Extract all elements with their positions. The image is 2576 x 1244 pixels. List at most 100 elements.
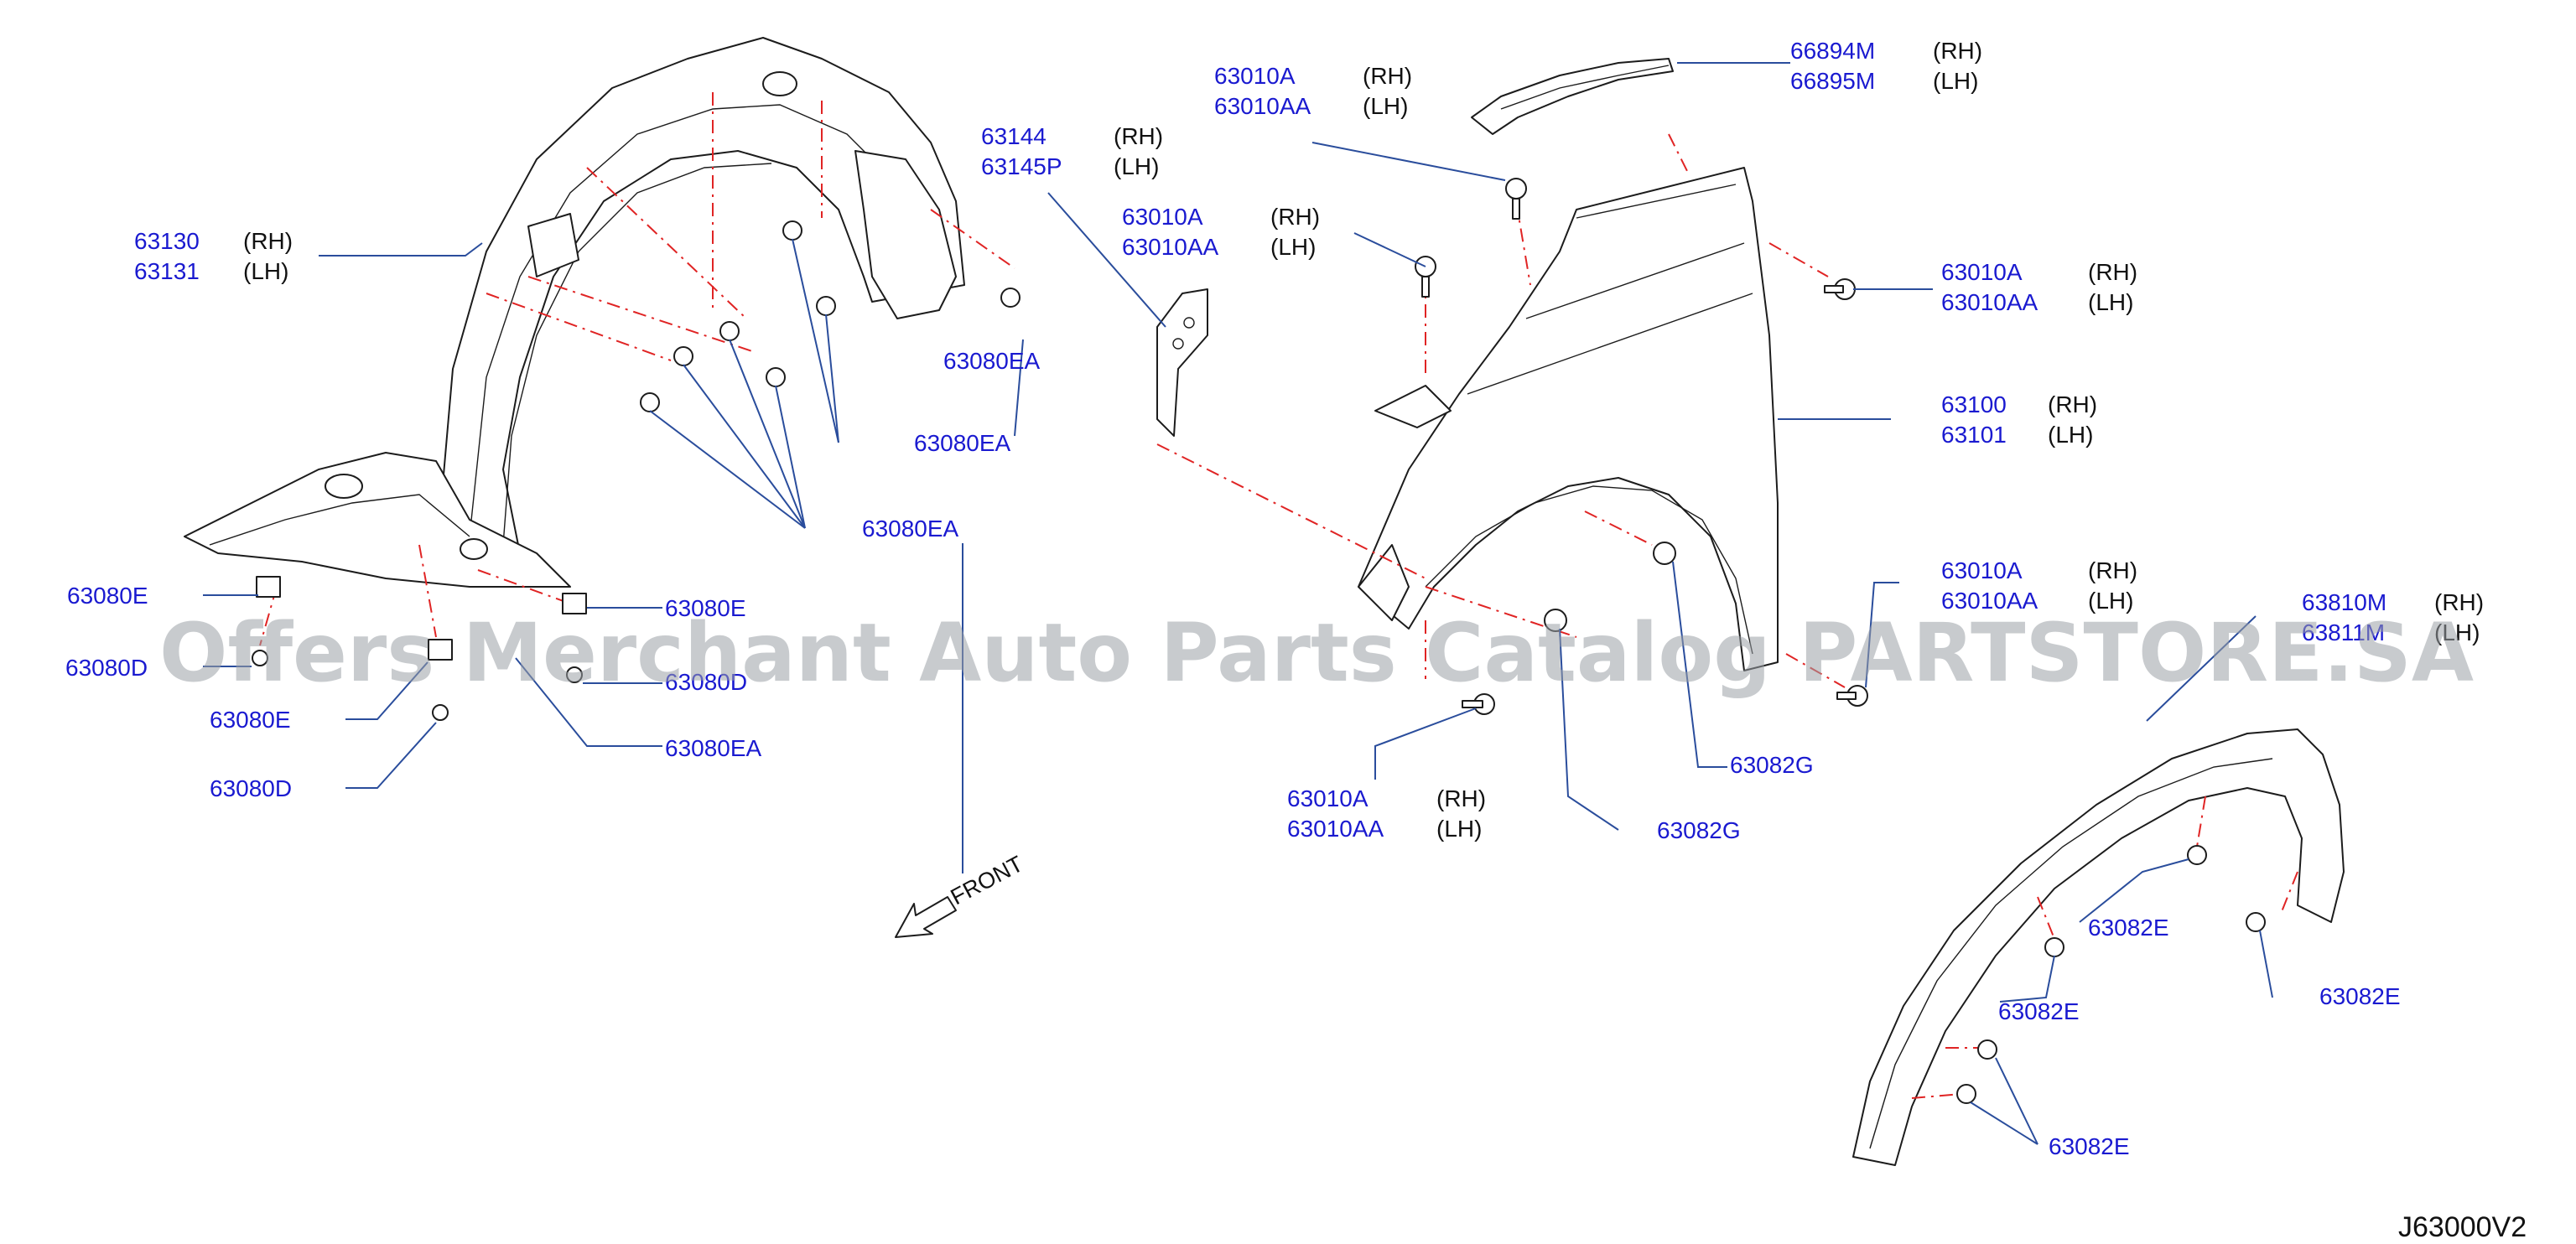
fender-seal-part[interactable] bbox=[1471, 58, 1674, 135]
callout-63810M[interactable]: 63810M (RH) 63811M (LH) bbox=[2302, 589, 2484, 645]
part-number[interactable]: 63145P bbox=[981, 153, 1062, 179]
side-label: (LH) bbox=[1436, 816, 1482, 842]
clip-icon bbox=[782, 220, 802, 241]
clip-icon bbox=[2187, 845, 2207, 865]
part-number[interactable]: 66895M bbox=[1790, 68, 1875, 94]
screw-icon bbox=[566, 666, 583, 683]
front-label: FRONT bbox=[947, 851, 1027, 910]
side-label: (RH) bbox=[1114, 123, 1163, 149]
part-number[interactable]: 63010A bbox=[1287, 785, 1368, 811]
side-label: (RH) bbox=[1363, 63, 1412, 89]
clip-icon bbox=[1653, 542, 1676, 565]
label-63080E[interactable]: 63080E bbox=[665, 595, 746, 621]
clip-icon bbox=[1977, 1039, 1997, 1060]
side-label: (LH) bbox=[2088, 588, 2133, 614]
clip-icon bbox=[1000, 288, 1021, 308]
part-number[interactable]: 63100 bbox=[1941, 391, 2007, 417]
side-label: (RH) bbox=[1933, 38, 1982, 64]
callout-63010A-mid[interactable]: 63010A (RH) 63010AA (LH) bbox=[1122, 204, 1320, 260]
side-label: (RH) bbox=[1436, 785, 1486, 811]
part-number[interactable]: 63010A bbox=[1941, 259, 2023, 285]
side-label: (LH) bbox=[243, 258, 288, 284]
label-63080E[interactable]: 63080E bbox=[67, 583, 148, 609]
label-63080D[interactable]: 63080D bbox=[665, 669, 747, 695]
part-number[interactable]: 63101 bbox=[1941, 422, 2007, 448]
clip-icon bbox=[816, 296, 836, 316]
side-label: (RH) bbox=[1270, 204, 1320, 230]
part-number[interactable]: 63010A bbox=[1941, 557, 2023, 583]
fender-liner-part[interactable] bbox=[184, 37, 965, 588]
front-fender-part[interactable] bbox=[1358, 167, 1779, 671]
label-63080EA[interactable]: 63080EA bbox=[914, 430, 1011, 456]
screw-icon bbox=[432, 704, 449, 721]
callout-63100[interactable]: 63100 (RH) 63101 (LH) bbox=[1941, 391, 2097, 448]
label-63082G[interactable]: 63082G bbox=[1730, 752, 1814, 778]
label-63082G[interactable]: 63082G bbox=[1657, 817, 1741, 843]
side-label: (RH) bbox=[2088, 259, 2137, 285]
part-number[interactable]: 63010AA bbox=[1287, 816, 1384, 842]
callout-63130[interactable]: 63130 (RH) 63131 (LH) bbox=[134, 228, 293, 284]
bolt-icon bbox=[1824, 278, 1856, 300]
assembly-lines bbox=[259, 92, 2298, 1099]
side-label: (RH) bbox=[2434, 589, 2484, 615]
callout-63010A-top[interactable]: 63010A (RH) 63010AA (LH) bbox=[1214, 63, 1412, 119]
clip-icon bbox=[673, 346, 693, 366]
bolt-icon bbox=[1836, 685, 1868, 707]
watermark: Offers Merchant Auto Parts Catalog PARTS… bbox=[159, 606, 2474, 700]
side-label: (LH) bbox=[1363, 93, 1408, 119]
side-label: (LH) bbox=[1933, 68, 1978, 94]
clip-icon bbox=[766, 367, 786, 387]
side-label: (LH) bbox=[2048, 422, 2093, 448]
label-63082E[interactable]: 63082E bbox=[2049, 1133, 2130, 1159]
part-number[interactable]: 63010AA bbox=[1214, 93, 1311, 119]
side-label: (RH) bbox=[2048, 391, 2097, 417]
clip-icon bbox=[1544, 609, 1567, 632]
part-number[interactable]: 66894M bbox=[1790, 38, 1875, 64]
label-63080D[interactable]: 63080D bbox=[210, 775, 292, 801]
side-label: (RH) bbox=[2088, 557, 2137, 583]
bolt-icon bbox=[1462, 693, 1495, 715]
part-number[interactable]: 63010AA bbox=[1941, 588, 2038, 614]
front-arrow-icon bbox=[895, 896, 957, 938]
diagram-code: J63000V2 bbox=[2398, 1211, 2527, 1243]
label-63082E[interactable]: 63082E bbox=[2088, 915, 2169, 941]
callout-63010A-lower-right[interactable]: 63010A (RH) 63010AA (LH) bbox=[1941, 557, 2137, 614]
label-63080EA[interactable]: 63080EA bbox=[862, 516, 959, 542]
label-63082E[interactable]: 63082E bbox=[1998, 998, 2080, 1024]
part-number[interactable]: 63010AA bbox=[1122, 234, 1219, 260]
callout-63144[interactable]: 63144 (RH) 63145P (LH) bbox=[981, 123, 1163, 179]
label-63080D[interactable]: 63080D bbox=[65, 655, 148, 681]
clip-icon bbox=[562, 593, 587, 614]
fender-bracket-part[interactable] bbox=[1156, 288, 1208, 437]
clip-icon bbox=[640, 392, 660, 412]
front-direction-indicator: FRONT bbox=[895, 851, 1027, 938]
fasteners bbox=[252, 178, 2266, 1104]
part-number[interactable]: 63811M bbox=[2302, 619, 2385, 645]
single-labels: 63080EA 63080EA 63080EA 63080E 63080D 63… bbox=[65, 348, 2401, 1159]
clip-icon bbox=[719, 321, 740, 341]
callout-63010A-right[interactable]: 63010A (RH) 63010AA (LH) bbox=[1941, 259, 2137, 315]
part-number[interactable]: 63130 bbox=[134, 228, 200, 254]
side-label: (RH) bbox=[243, 228, 293, 254]
wheel-arch-molding-part[interactable] bbox=[1852, 728, 2345, 1166]
callout-63010A-bottom[interactable]: 63010A (RH) 63010AA (LH) bbox=[1287, 785, 1486, 842]
label-63080E[interactable]: 63080E bbox=[210, 707, 291, 733]
part-number[interactable]: 63131 bbox=[134, 258, 200, 284]
clip-icon bbox=[428, 639, 453, 661]
callout-66894M[interactable]: 66894M (RH) 66895M (LH) bbox=[1790, 38, 1982, 94]
leader-lines bbox=[203, 62, 2273, 1145]
label-63080EA[interactable]: 63080EA bbox=[943, 348, 1041, 374]
part-number[interactable]: 63810M bbox=[2302, 589, 2386, 615]
side-label: (LH) bbox=[2434, 619, 2480, 645]
part-number[interactable]: 63010AA bbox=[1941, 289, 2038, 315]
label-63082E[interactable]: 63082E bbox=[2319, 983, 2401, 1009]
part-number[interactable]: 63144 bbox=[981, 123, 1046, 149]
side-label: (LH) bbox=[1114, 153, 1159, 179]
part-number[interactable]: 63010A bbox=[1214, 63, 1296, 89]
side-label: (LH) bbox=[2088, 289, 2133, 315]
part-number[interactable]: 63010A bbox=[1122, 204, 1203, 230]
label-63080EA[interactable]: 63080EA bbox=[665, 735, 762, 761]
bolt-icon bbox=[1505, 178, 1527, 220]
clip-icon bbox=[2044, 937, 2064, 957]
